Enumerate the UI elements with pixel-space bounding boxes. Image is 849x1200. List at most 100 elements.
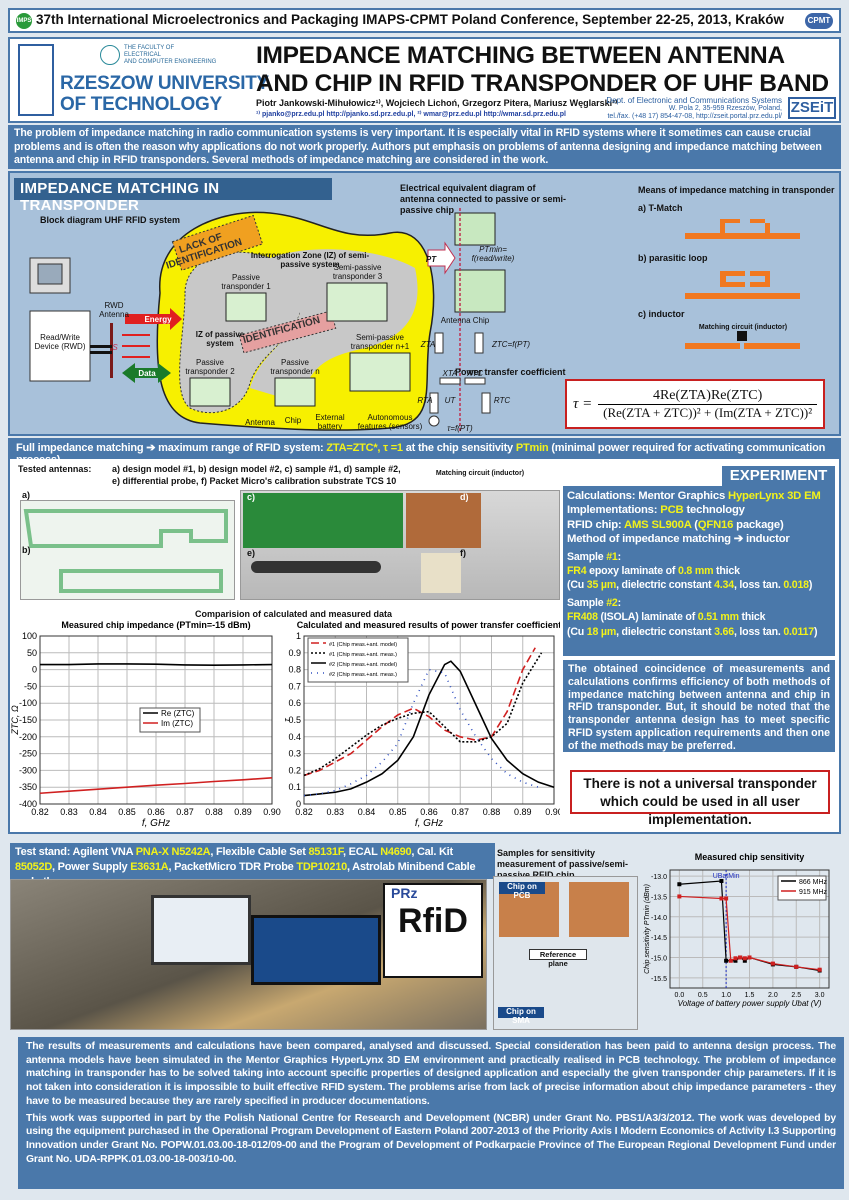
experiment-line: FR408 (ISOLA) laminate of 0.51 mm thick	[567, 610, 831, 624]
equivalent-circuit-diagram	[427, 208, 506, 433]
legend-box	[139, 707, 201, 733]
text-segment: (Cu	[567, 579, 587, 592]
x-tick-label: 0.86	[420, 807, 438, 817]
monitor-image	[251, 915, 381, 985]
x-tick-label: 1.0	[721, 992, 731, 999]
university-line: OF TECHNOLOGY	[60, 94, 222, 115]
data-point	[719, 896, 724, 901]
highlighted-text: 85131F	[308, 846, 344, 858]
text-segment: Implementations:	[567, 504, 661, 517]
rfid-logo-top: PRz	[391, 885, 418, 901]
data-point	[677, 894, 682, 899]
experiment-line: Calculations: Mentor Graphics HyperLynx …	[567, 489, 831, 503]
department-name: Dept. of Electronic and Communications S…	[606, 96, 782, 105]
series-line	[303, 652, 543, 777]
text-segment: package)	[733, 518, 784, 531]
acknowledgement-text: This work was supported in part by the P…	[26, 1112, 836, 1165]
samples-photo	[240, 490, 560, 600]
parasitic-loop-label: b) parasitic loop	[638, 253, 708, 263]
y-tick-label: 1	[296, 631, 301, 641]
data-point	[677, 882, 682, 887]
department-address: W. Pola 2, 35-959 Rzeszów, Poland,	[668, 105, 782, 112]
differential-probe-image	[251, 561, 381, 573]
transponder-icons	[189, 282, 411, 407]
chip-label: Chip	[284, 416, 302, 425]
highlighted-text: AMS SL900A	[624, 518, 692, 531]
section-title: IMPEDANCE MATCHING IN TRANSPONDER	[14, 178, 332, 214]
series-line	[303, 660, 555, 797]
photo-label-b: b)	[22, 545, 31, 555]
experiment-title: EXPERIMENT	[722, 466, 835, 486]
x-tick-label: 0.89	[514, 807, 532, 817]
legend-label: Re (ZTC)	[161, 709, 195, 718]
power-arrow	[427, 241, 456, 275]
text-segment: Full impedance matching ➔ maximum range …	[16, 442, 327, 454]
text-segment: , loss tan.	[733, 625, 784, 638]
power-transfer-formula: τ = 4Re(ZTA)Re(ZTC) (Re(ZTA + ZTC))² + (…	[565, 379, 825, 429]
x-tick-label: 0.82	[31, 807, 49, 817]
experiment-line: FR4 epoxy laminate of 0.8 mm thick	[567, 564, 831, 578]
series-line	[40, 663, 273, 667]
highlighted-text: 0.018	[783, 579, 809, 592]
text-segment: technology	[683, 504, 745, 517]
x-tick-label: 0.83	[60, 807, 78, 817]
block-diagram	[29, 211, 435, 431]
tested-antennas-line1: a) design model #1, b) design model #2, …	[112, 464, 401, 474]
photo-label-e: e)	[247, 548, 256, 558]
x-tick-label: 0.90	[263, 807, 281, 817]
external-battery-label: External battery	[315, 413, 345, 431]
text-segment: RFID chip:	[567, 518, 624, 531]
rtc-label: RTC	[493, 396, 511, 405]
text-segment: Calculations: Mentor Graphics	[567, 490, 728, 502]
x-axis-label: Voltage of battery power supply Ubat (V)	[678, 999, 822, 1008]
tested-antennas-line2: e) differential probe, f) Packet Micro's…	[112, 476, 397, 486]
y-tick-label: -200	[19, 732, 37, 742]
text-segment: (	[691, 518, 698, 531]
experiment-line: Sample #1:	[567, 550, 831, 564]
y-tick-label: 100	[22, 631, 37, 641]
highlighted-text: N4690	[380, 846, 412, 858]
text-segment: (ISOLA) laminate of	[597, 611, 698, 624]
y-tick-label: -15.0	[651, 955, 667, 962]
x-tick-label: 0.89	[234, 807, 252, 817]
x-tick-label: 0.88	[483, 807, 501, 817]
text-segment: , dielectric constant	[616, 579, 715, 592]
text-segment: )	[808, 579, 813, 592]
data-point	[742, 958, 747, 963]
parasitic-loop-icon	[685, 293, 800, 299]
data-point	[733, 958, 738, 963]
test-stand-bar: Test stand: Agilent VNA PNA-X N5242A, Fl…	[10, 843, 495, 888]
passive-transponder-n: Passive transponder n	[270, 358, 320, 376]
text-segment: Method of impedance matching ➔ inductor	[567, 533, 790, 546]
text-segment: Sample	[567, 550, 607, 563]
prz-rfid-logo: PRz RfiD	[383, 883, 483, 978]
formula-denominator: (Re(ZTA + ZTC))² + (Im(ZTA + ZTC))²	[603, 404, 813, 420]
x-tick-label: 0.86	[147, 807, 165, 817]
highlighted-text: 3.66	[714, 625, 734, 638]
authors: Piotr Jankowski-Mihułowicz¹⁾, Wojciech L…	[256, 98, 618, 108]
y-tick-label: 0	[296, 799, 301, 809]
power-transfer-chart: Calculated and measured results of power…	[282, 620, 560, 829]
matching-circuit-callout: Matching circuit (inductor)	[435, 470, 525, 477]
chip-pcb-image-2	[569, 882, 629, 937]
highlighted-text: 0.0117	[783, 625, 814, 638]
x-tick-label: 0.85	[389, 807, 407, 817]
conclusion-panel: The obtained coincidence of measurements…	[563, 660, 835, 752]
y-tick-label: -50	[24, 681, 37, 691]
text-segment: thick	[738, 611, 766, 624]
y-tick-label: -13.5	[651, 894, 667, 901]
reference-plane-label: Reference plane	[529, 949, 587, 968]
plot-frame	[303, 635, 555, 805]
highlighted-text: E3631A	[130, 861, 169, 873]
legend-box	[777, 875, 827, 901]
imaps-logo: IMPS	[16, 12, 32, 29]
formula-numerator: 4Re(ZTA)Re(ZTC)	[598, 388, 817, 405]
data-point	[794, 964, 799, 969]
x-tick-label: 2.0	[768, 992, 778, 999]
highlighted-text: ZTA=ZTC*, τ =1	[326, 442, 403, 454]
experiment-line: Implementations: PCB technology	[567, 503, 831, 517]
antenna-chip-label: Antenna Chip	[440, 316, 490, 325]
annotation-label: UBatMin	[713, 873, 740, 880]
highlighted-text: 35 µm	[586, 579, 617, 592]
x-tick-label: 1.5	[745, 992, 755, 999]
